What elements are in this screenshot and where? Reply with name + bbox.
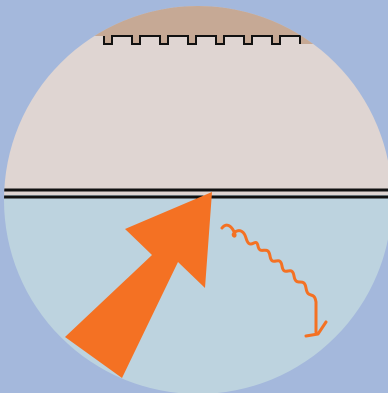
top-layer [0,0,388,44]
